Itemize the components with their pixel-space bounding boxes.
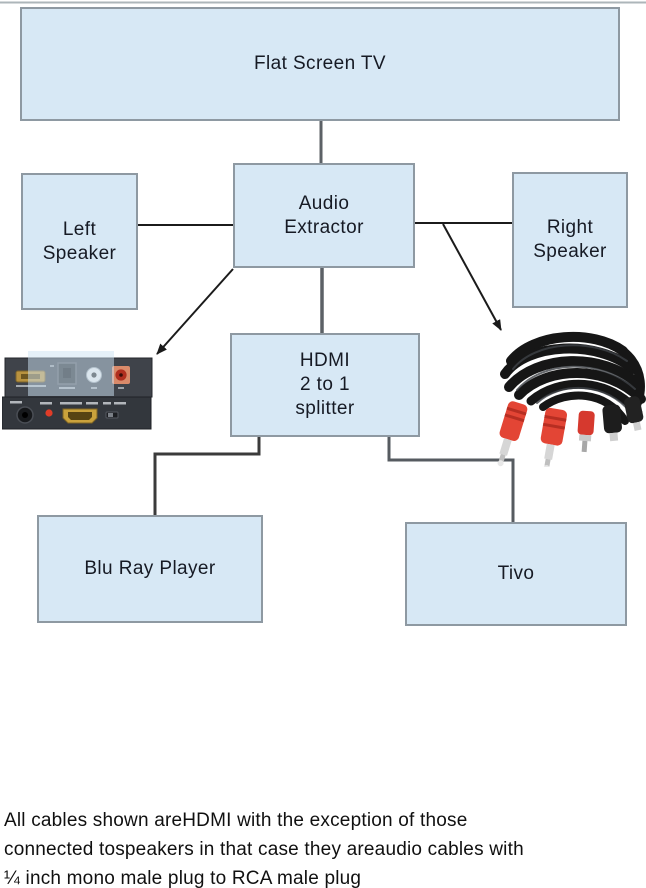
node-left-speaker: Left Speaker xyxy=(21,173,138,310)
node-label: Tivo xyxy=(497,563,535,584)
node-label-line: 2 to 1 xyxy=(300,374,350,395)
node-label-line: Speaker xyxy=(533,241,607,262)
node-audio-extractor: Audio Extractor xyxy=(233,163,415,268)
node-label-line: splitter xyxy=(295,398,355,419)
node-label-line: Speaker xyxy=(42,242,117,264)
node-hdmi-splitter: HDMI 2 to 1 splitter xyxy=(230,333,420,437)
footnote-line: ¼ inch mono male plug to RCA male plug xyxy=(4,868,362,888)
footnote-line: connected tospeakers in that case they a… xyxy=(4,839,524,860)
arrow-extractor-to-device-photo xyxy=(156,268,234,355)
node-label-line: Right xyxy=(546,217,594,238)
node-label-line: Left xyxy=(62,218,97,240)
footnote-line: All cables shown areHDMI with the except… xyxy=(4,810,468,831)
node-label-line: Extractor xyxy=(284,216,364,238)
node-label-line: Audio xyxy=(298,192,350,214)
footnote: All cables shown areHDMI with the except… xyxy=(4,806,634,888)
audio-cables-photo xyxy=(497,331,646,467)
node-flat-screen-tv: Flat Screen TV xyxy=(20,7,620,121)
connector-splitter-tivo xyxy=(387,436,515,523)
node-label: Flat Screen TV xyxy=(254,53,386,74)
node-label-line: HDMI xyxy=(299,350,351,371)
node-tivo: Tivo xyxy=(405,522,627,626)
audio-extractor-device-photo xyxy=(2,351,153,430)
node-right-speaker: Right Speaker xyxy=(512,172,628,308)
connector-splitter-bluray xyxy=(153,436,261,516)
node-label: Blu Ray Player xyxy=(84,558,216,579)
node-blu-ray-player: Blu Ray Player xyxy=(37,515,263,623)
arrow-extractor-to-cables-photo xyxy=(442,223,502,331)
